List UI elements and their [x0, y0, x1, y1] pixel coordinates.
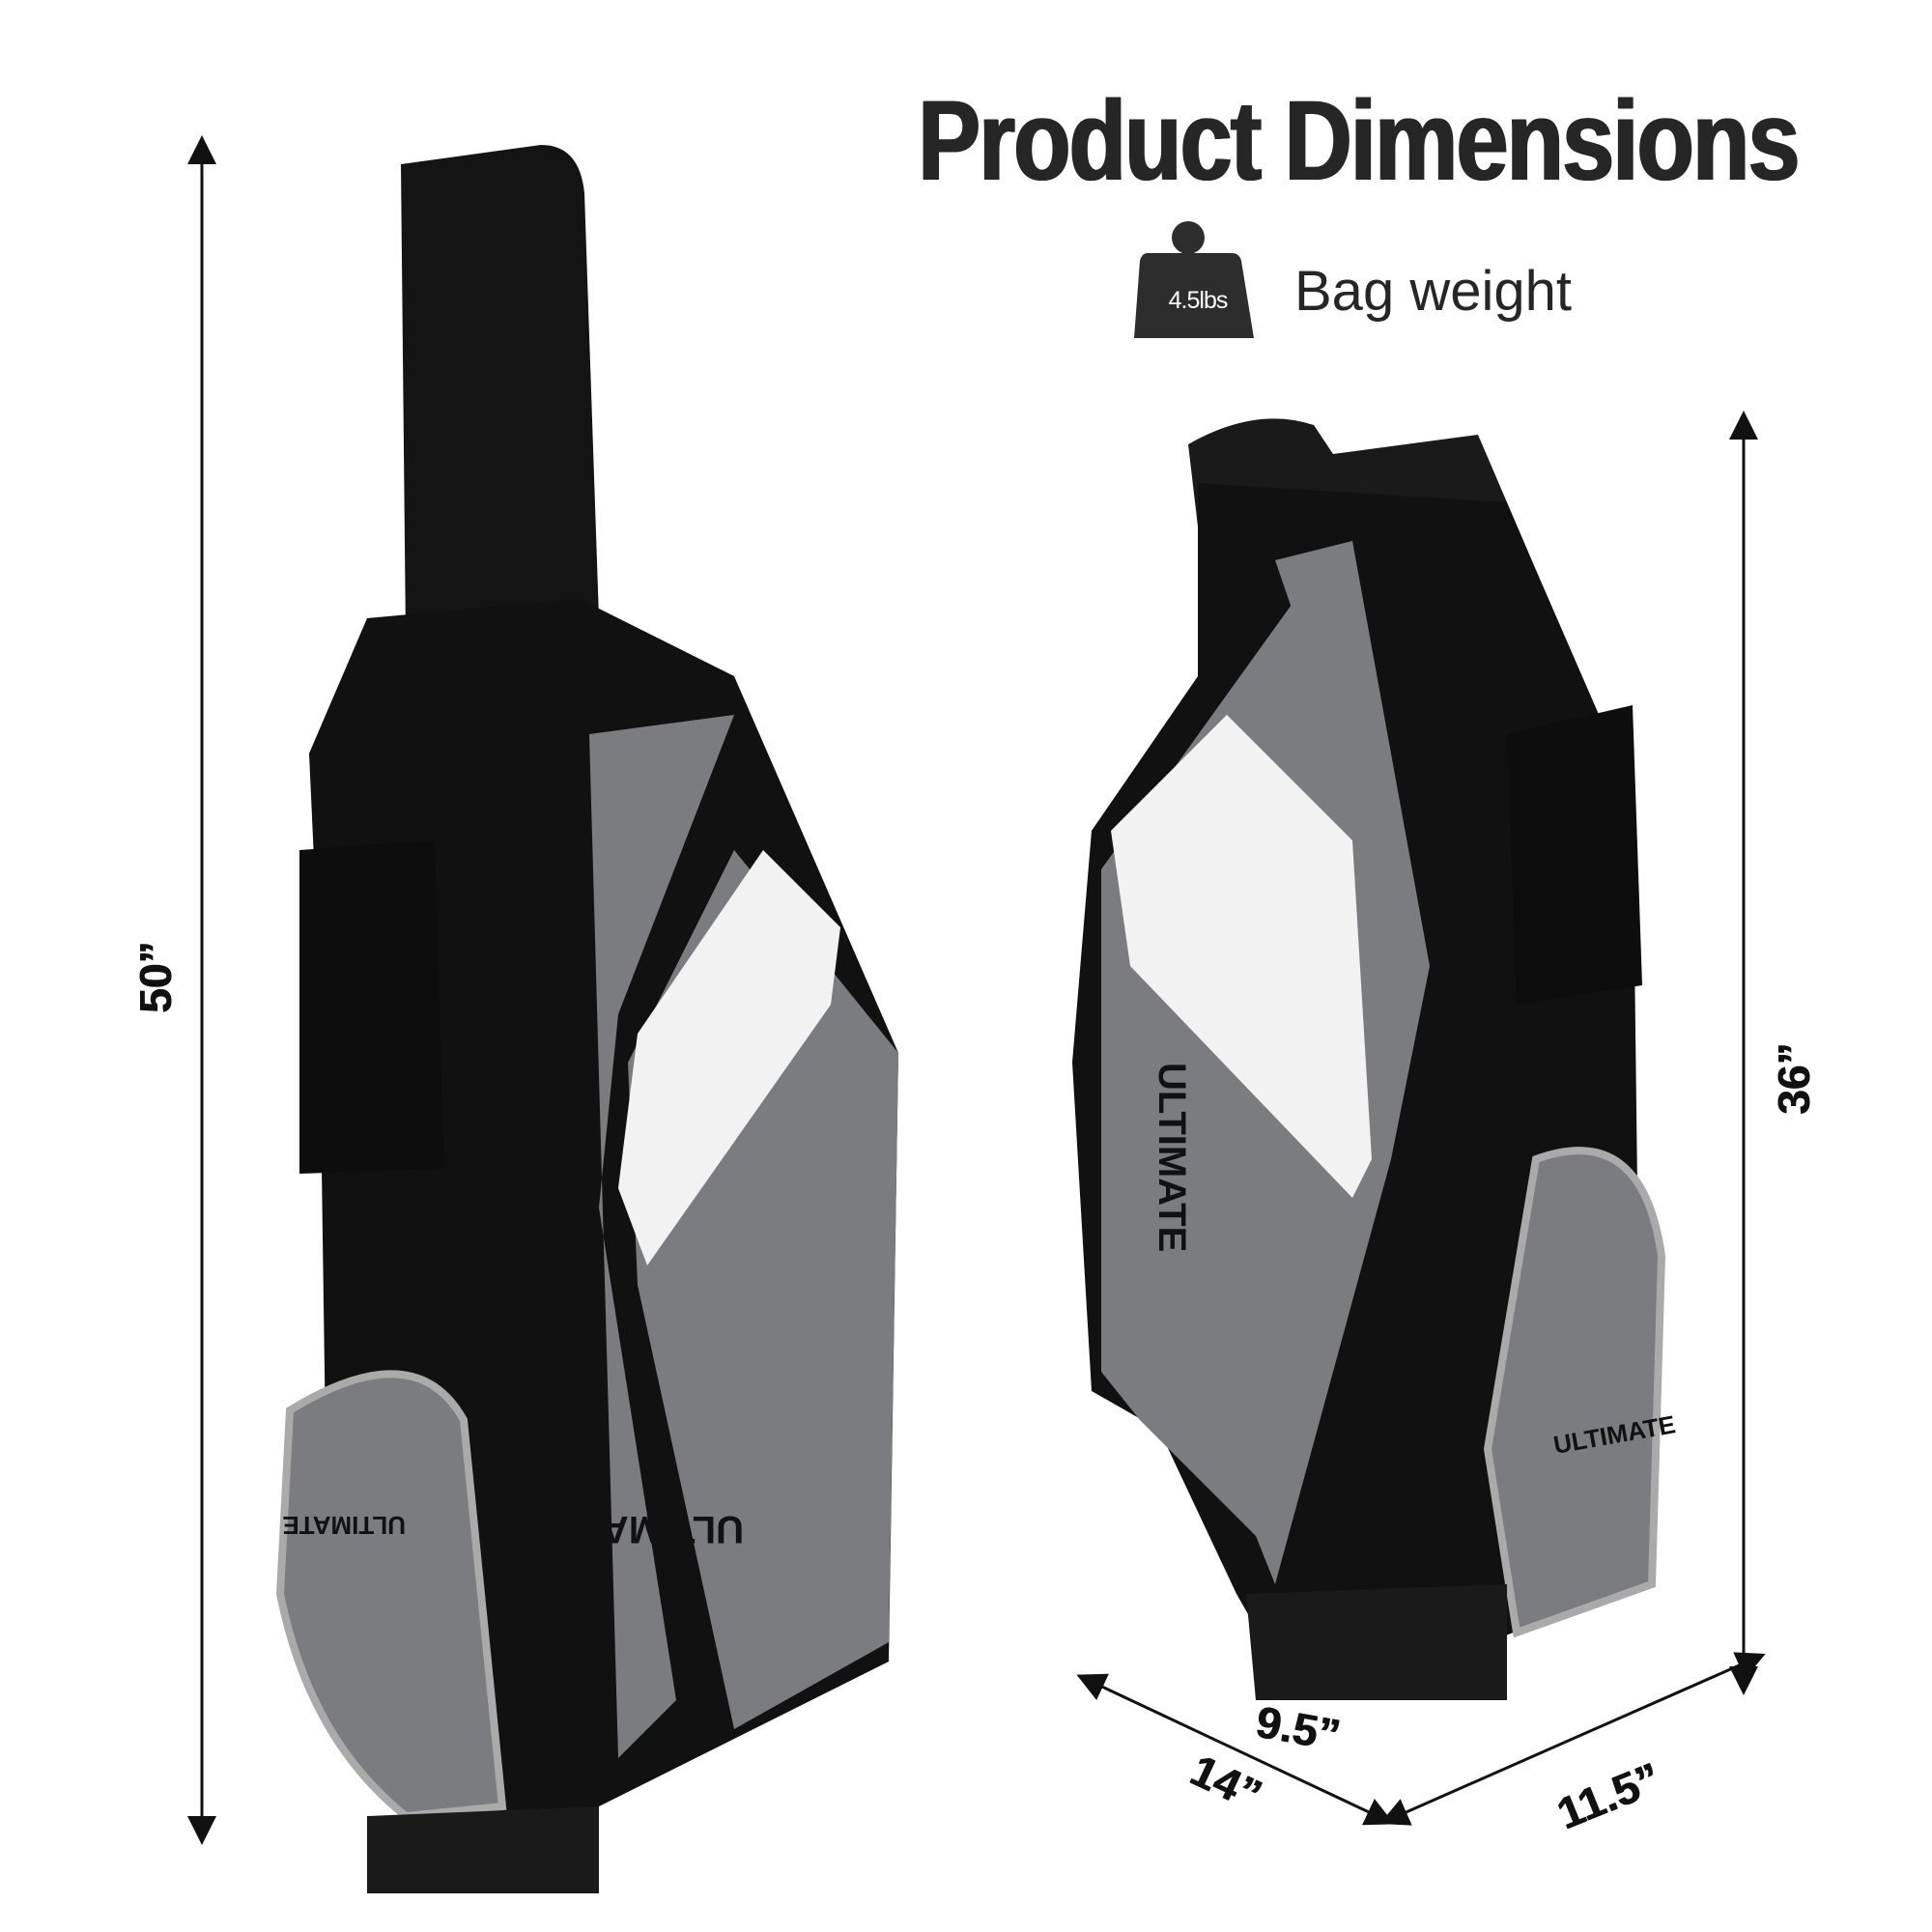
weight-label: Bag weight: [1294, 260, 1572, 323]
weight-value: 4.5lbs: [1168, 287, 1229, 314]
base-width-arrow: [1076, 1673, 1395, 1826]
left-height-label: 50”: [130, 941, 182, 1014]
golf-bag-left: ULTIMATE ULTIMATE: [275, 145, 898, 1893]
base-depth-arrow: [1379, 1652, 1766, 1826]
svg-text:ULTIMATE: ULTIMATE: [282, 1511, 406, 1540]
right-height-label: 36”: [1769, 1042, 1820, 1116]
svg-text:ULTIMATE: ULTIMATE: [554, 1508, 744, 1550]
weight-icon: [1134, 221, 1254, 338]
svg-text:ULTIMATE: ULTIMATE: [1151, 1063, 1193, 1252]
page-title: Product Dimensions: [918, 77, 1800, 205]
golf-bag-right: ULTIMATE ULTIMATE: [1072, 418, 1678, 1700]
